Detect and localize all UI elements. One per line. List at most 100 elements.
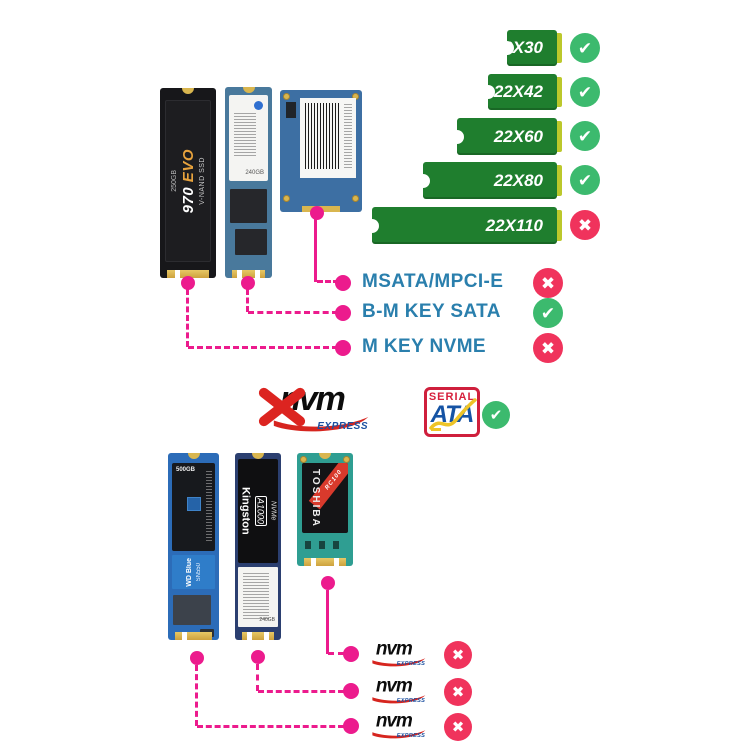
nvme-logo: nvm EXPRESS [368,639,430,669]
model-band: WD Blue SN550 [172,555,215,589]
status-icon: ✖ [533,268,563,298]
nand-chip [230,189,267,223]
capacity-text: 250GB [170,170,178,192]
barcode [305,103,339,169]
screw-hole [300,456,307,463]
interface-label-msata: MSATA/MPCI-E [362,271,504,292]
screw-hole [283,195,290,202]
status-icon: ✖ [444,641,472,669]
model-text: SN550 [195,562,202,582]
status-icon: ✔ [533,298,563,328]
sata-cable-icon [429,398,477,430]
ssd-m2-sata: 240GB [225,87,272,278]
connector-line [188,346,338,349]
ssd-wd-blue-sn550: 500GB WD Blue SN550 [168,453,219,640]
fine-print [234,113,256,157]
serial-text: SERIAL [428,391,476,403]
connector-dot [343,718,359,734]
connector-line [246,289,249,312]
series-text: V-NAND SSD [198,157,206,205]
size-bar-2280: 22X80 [416,162,562,199]
connector-line [195,665,198,726]
ssd-msata [280,90,362,212]
nvme-logo: nvm EXPRESS [368,711,430,741]
capacity-text: 500GB [176,467,196,473]
status-icon: ✔ [570,33,600,63]
status-icon: ✔ [570,121,600,151]
interface-label-m-key: M KEY NVME [362,336,487,357]
nand-chip [235,229,267,255]
status-icon: ✔ [570,165,600,195]
brand-text: WD Blue [185,557,193,587]
screw-hole [343,456,350,463]
protocol-text: NVMe [269,501,277,521]
screw-hole [283,93,290,100]
nvme-swoosh [273,416,369,432]
b-m-key-connector [304,558,346,566]
nvme-express-text: EXPRESS [317,421,368,432]
status-icon: ✔ [482,401,510,429]
size-bar-2260: 22X60 [450,118,562,155]
ssd-label: 500GB [172,463,215,551]
fine-print [243,573,269,619]
connector-dot [343,683,359,699]
ssd-kingston-a1000: Kingston A1000 NVMe 240GB [235,453,281,640]
nvme-logo: nvm EXPRESS [368,676,430,706]
capacity-text: 240GB [245,170,264,176]
connector-dot [343,646,359,662]
mount-notch [252,453,264,459]
connector-dot [335,305,351,321]
ssd-label: Kingston A1000 NVMe [238,459,278,563]
component-row [305,541,345,549]
mount-notch [319,453,331,459]
size-bar-2230: 22X30 [494,30,562,66]
nvme-logo-crossed: nvm EXPRESS [256,382,376,436]
size-bar-22110: 22X110 [365,207,562,244]
b-m-key-connector [232,270,265,278]
connector-line [248,311,338,314]
status-icon: ✖ [533,333,563,363]
capacity-text: 240GB [259,617,275,623]
status-icon: ✖ [444,678,472,706]
connector-line [326,590,329,654]
status-icon: ✖ [444,713,472,741]
connector-dot [190,651,204,665]
m-key-connector [175,632,212,640]
connector-dot [251,650,265,664]
ssd-label: 250GB 970 EVO V-NAND SSD [165,100,211,262]
screw-hole [352,195,359,202]
connector-dot [335,340,351,356]
connector-line [256,664,259,691]
connector-dot [181,276,195,290]
ssd-toshiba-rc100: RC100 TOSHIBA [297,453,353,566]
connector-dot [335,275,351,291]
fine-print [206,471,212,541]
connector-line [317,280,339,283]
connector-line [328,652,344,655]
connector-line [186,289,189,347]
nand-chip [173,595,211,625]
brand-logo-square [186,497,201,511]
mount-notch [182,88,194,94]
model-text: A1000 [254,495,267,527]
model-text: 970 EVO [179,148,197,214]
ssd-label: RC100 TOSHIBA [302,463,348,533]
status-icon: ✖ [570,210,600,240]
connector-dot [310,206,324,220]
b-m-key-connector [242,632,274,640]
connector-line [258,690,344,693]
m-key-connector [167,270,209,278]
mount-notch [242,87,255,93]
connector-line [197,725,344,728]
connector-line [314,218,317,282]
brand-logo-dot [254,101,263,110]
ssd-label: 240GB [229,95,268,181]
size-bar-2242: 22X42 [481,74,562,110]
connector-dot [321,576,335,590]
serial-ata-logo: SERIAL ATA [424,387,480,437]
ssd-samsung-970-evo: 250GB 970 EVO V-NAND SSD [160,88,216,278]
brand-text: Kingston [239,487,252,535]
brand-text: TOSHIBA [310,469,321,528]
component-chip [286,102,296,118]
mount-notch [187,453,200,459]
